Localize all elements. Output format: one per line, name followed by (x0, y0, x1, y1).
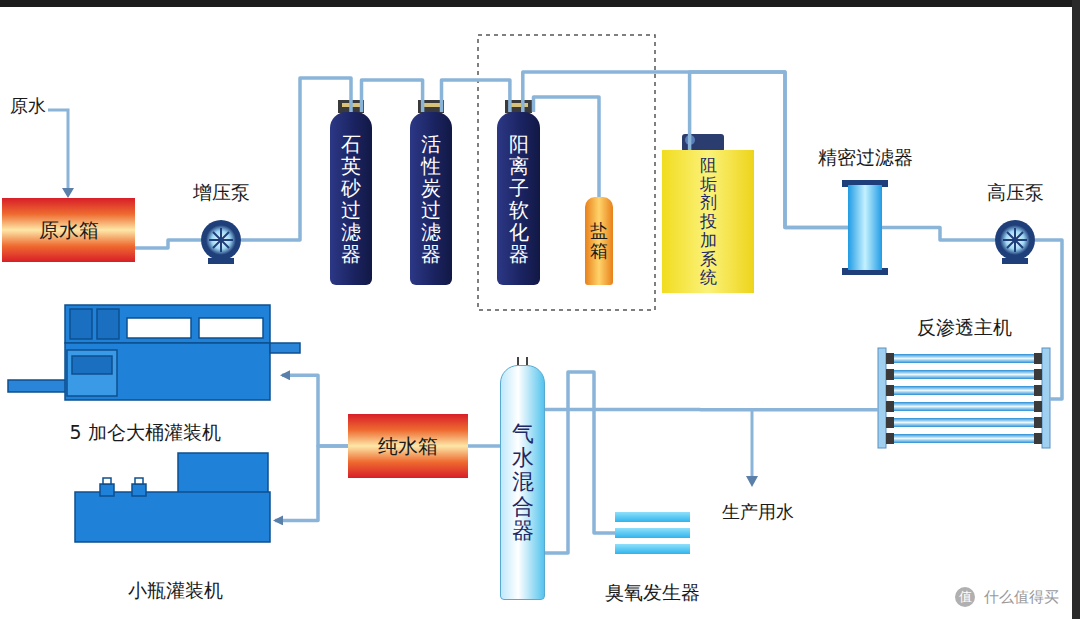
water-tank: 原水箱 (2, 198, 135, 262)
dosing-tank: 阻垢剂投加系统 (662, 150, 754, 293)
filling-machine: 5 加仑大桶灌装机 (8, 305, 282, 400)
tube-cap (886, 385, 894, 396)
pump: 高压泵 (995, 220, 1035, 260)
node-label: 活性炭过滤器 (421, 133, 441, 265)
membrane-tube (890, 418, 1038, 427)
ozone-stripes (615, 512, 690, 554)
tube-cap (886, 401, 894, 412)
membrane-tube (890, 386, 1038, 395)
membrane-tube (890, 370, 1038, 379)
high-pressure-pump-symbol (995, 220, 1035, 264)
node-label: 原水箱 (39, 217, 99, 244)
inlet-label: 原水 (8, 94, 48, 118)
pipe-connector (135, 240, 201, 248)
node-label: 增压泵 (193, 180, 250, 206)
node-label: 臭氧发生器 (605, 580, 700, 606)
filter-tank: 石英砂过滤器 (330, 112, 372, 285)
node-label: 反渗透主机 (917, 315, 1012, 341)
membrane-tube (890, 354, 1038, 363)
watermark-logo: 值 (955, 587, 975, 607)
pump: 增压泵 (201, 220, 241, 260)
pipe-connector (1035, 240, 1062, 399)
side-bar (1072, 0, 1080, 619)
tube-cap (1034, 401, 1042, 412)
filter-tank: 活性炭过滤器 (410, 112, 452, 285)
branch-pipe (751, 410, 754, 478)
pipe-connector (545, 372, 615, 553)
tube-cap (1034, 433, 1042, 444)
node-label: 小瓶灌装机 (128, 578, 223, 604)
pipe-connector (282, 375, 348, 446)
node-label: 高压泵 (987, 180, 1044, 206)
node-label: 5 加仑大桶灌装机 (69, 420, 220, 446)
pure-water-tank: 纯水箱 (348, 414, 468, 478)
tube-cap (1034, 369, 1042, 380)
gas-water-mixer: 气水混合器 (500, 365, 545, 600)
mixer-fitting (518, 357, 527, 365)
booster-pump-symbol (201, 220, 241, 264)
top-bar (0, 0, 1080, 7)
branch-arrowhead (746, 476, 758, 487)
node-label: 阻垢剂投加系统 (700, 156, 717, 287)
softener-tank: 阳离子软化器 (497, 112, 540, 285)
pipe-connector (882, 228, 995, 241)
pipe-connector (275, 446, 348, 520)
tube-cap (1034, 417, 1042, 428)
precision-filter: 精密过滤器 (848, 185, 882, 270)
node-label: 石英砂过滤器 (341, 133, 361, 265)
node-label: 阳离子软化器 (509, 133, 529, 265)
node-label: 气水混合器 (512, 422, 534, 543)
bottle-filler-machine (75, 453, 270, 542)
node-label: 精密过滤器 (818, 145, 913, 171)
pipe-connector (534, 97, 600, 197)
membrane-tube (890, 402, 1038, 411)
inlet-pipe (8, 110, 68, 190)
ro-unit: 反渗透主机 (878, 345, 1050, 453)
pipe-connector (442, 80, 510, 112)
tube-cap (886, 433, 894, 444)
tube-cap (1034, 353, 1042, 364)
pipe-connector (468, 446, 500, 447)
barrel-filler-machine (8, 305, 300, 400)
tube-cap (886, 417, 894, 428)
inlet-arrowhead (62, 188, 74, 198)
watermark: 什么值得买 (982, 588, 1061, 607)
tank-cap-rings (342, 103, 528, 107)
ro-array (878, 348, 1050, 448)
node-label: 盐箱 (590, 221, 608, 261)
node-label: 纯水箱 (378, 433, 438, 460)
ozone-generator: 臭氧发生器 (615, 512, 690, 554)
salt-tank: 盐箱 (585, 197, 613, 285)
filling-machine: 小瓶灌装机 (75, 452, 275, 542)
pipe-connector (362, 80, 423, 112)
tube-cap (1034, 385, 1042, 396)
tube-cap (886, 369, 894, 380)
group-frame (478, 35, 655, 310)
membrane-tube (890, 434, 1038, 443)
tube-cap (886, 353, 894, 364)
outlet-label: 生产用水 (720, 500, 796, 524)
